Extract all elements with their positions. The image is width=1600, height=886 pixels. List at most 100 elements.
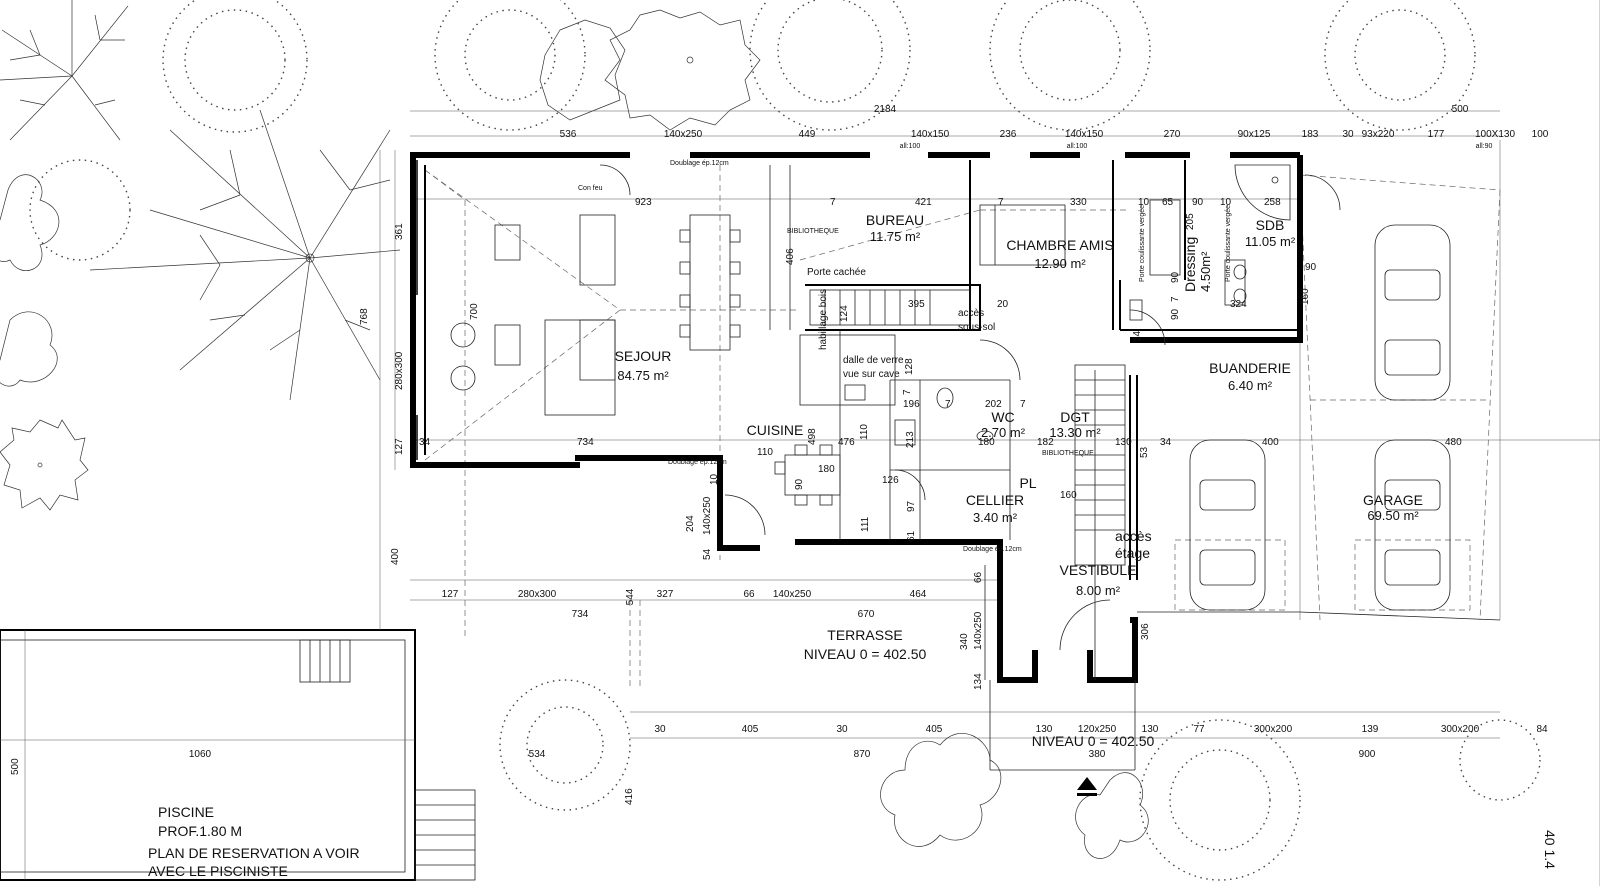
dim-213: 213 bbox=[905, 431, 916, 448]
room-sejour-name: SEJOUR bbox=[615, 348, 672, 364]
dim-top-449: 449 bbox=[799, 129, 816, 140]
label-porte-coulissante-2: Porte coulissante vergée bbox=[1225, 205, 1232, 282]
furniture bbox=[450, 164, 1451, 651]
dim-180a: 180 bbox=[978, 437, 995, 448]
piscine-note-1: PLAN DE RESERVATION A VOIR bbox=[148, 845, 360, 861]
dim-10a: 10 bbox=[1138, 197, 1150, 208]
dim-65: 65 bbox=[1162, 197, 1174, 208]
room-vestibule-area: 8.00 m² bbox=[1076, 583, 1121, 598]
dim-left-361: 361 bbox=[394, 223, 405, 240]
dim-130a: 130 bbox=[1115, 437, 1132, 448]
dim-bottom-66b: 66 bbox=[973, 571, 984, 583]
dim-bottom-870: 870 bbox=[854, 749, 871, 760]
car-right bbox=[1374, 439, 1451, 611]
dim-left-127: 127 bbox=[394, 438, 405, 455]
dim-top-140x150b: 140x150 bbox=[1065, 129, 1104, 140]
dim-110b: 110 bbox=[757, 447, 773, 458]
dim-923: 923 bbox=[635, 197, 652, 208]
dims-inner: 923 7 421 7 330 10 65 90 10 258 205 90 7… bbox=[419, 197, 1462, 560]
room-sdb-name: SDB bbox=[1256, 217, 1285, 233]
dim-406: 406 bbox=[785, 248, 796, 265]
dim-bottom-134: 134 bbox=[973, 673, 984, 690]
annotations: Porte cachée habillage bois accès sous-s… bbox=[578, 143, 1558, 869]
dim-bottom-900: 900 bbox=[1359, 749, 1376, 760]
dim-126: 126 bbox=[882, 475, 899, 486]
dim-top-536: 536 bbox=[560, 129, 577, 140]
room-bureau-area: 11.75 m² bbox=[870, 229, 921, 244]
pool bbox=[0, 629, 476, 881]
dim-top-183: 183 bbox=[1302, 129, 1319, 140]
label-con-feu: Con feu bbox=[578, 185, 603, 192]
dim-128: 128 bbox=[904, 358, 915, 375]
dim-bottom-280x300: 280x300 bbox=[518, 589, 557, 600]
dim-top-93x220: 93x220 bbox=[1362, 129, 1395, 140]
dim-734a: 734 bbox=[577, 437, 594, 448]
room-pl-name: PL bbox=[1019, 475, 1036, 491]
dim-90b: 90 bbox=[1170, 271, 1181, 283]
label-all-2: all:100 bbox=[1067, 143, 1088, 150]
label-bibliotheque: BIBLIOTHEQUE bbox=[787, 228, 839, 235]
label-dalle-2: vue sur cave bbox=[843, 369, 900, 380]
dim-324: 324 bbox=[1230, 299, 1247, 310]
dim-bottom-127: 127 bbox=[442, 589, 459, 600]
tree-left-star bbox=[89, 109, 401, 401]
dim-bottom-464: 464 bbox=[910, 589, 927, 600]
dim-54: 54 bbox=[702, 548, 713, 560]
dim-bottom-140x250: 140x250 bbox=[773, 589, 812, 600]
tree-left-bush bbox=[0, 419, 89, 511]
room-cellier-area: 3.40 m² bbox=[973, 510, 1018, 525]
dim-top-270: 270 bbox=[1164, 129, 1181, 140]
dim-7b: 7 bbox=[998, 197, 1004, 208]
dims-left: 361 768 700 280x300 127 400 500 416 bbox=[10, 223, 635, 805]
dim-top-30: 30 bbox=[1342, 129, 1354, 140]
label-dalle-1: dalle de verre bbox=[843, 355, 904, 366]
pool-steps bbox=[299, 639, 476, 881]
dim-111: 111 bbox=[860, 516, 871, 532]
room-buanderie-name: BUANDERIE bbox=[1209, 360, 1291, 376]
room-wc-area: 2.70 m² bbox=[981, 425, 1026, 440]
dim-top-177: 177 bbox=[1428, 129, 1445, 140]
dim-bottom-734: 734 bbox=[572, 609, 589, 620]
dim-10c: 10 bbox=[709, 473, 720, 485]
room-garage-name: GARAGE bbox=[1363, 492, 1423, 508]
dim-bottom-405b: 405 bbox=[926, 724, 943, 735]
dim-7e: 7 bbox=[945, 399, 951, 410]
dim-476: 476 bbox=[838, 437, 855, 448]
dim-bottom-380: 380 bbox=[1089, 749, 1106, 760]
dim-395: 395 bbox=[908, 299, 925, 310]
dim-bottom-405a: 405 bbox=[742, 724, 759, 735]
room-cuisine-name: CUISINE bbox=[747, 422, 804, 438]
tree-left-top bbox=[0, 0, 129, 141]
label-habillage: habillage bois bbox=[818, 289, 829, 350]
room-dgt-area: 13.30 m² bbox=[1049, 425, 1101, 440]
dim-top-90x125: 90x125 bbox=[1238, 129, 1271, 140]
dim-400a: 400 bbox=[1262, 437, 1279, 448]
car-top bbox=[1374, 224, 1451, 401]
dim-7a: 7 bbox=[830, 197, 836, 208]
room-dressing-area: 4.50m² bbox=[1198, 251, 1213, 292]
dim-480: 480 bbox=[1445, 437, 1462, 448]
dims-bottom: 127 280x300 544 327 66 140x250 464 734 6… bbox=[189, 571, 1548, 760]
dim-bottom-130a: 130 bbox=[1036, 724, 1053, 735]
dim-left-416: 416 bbox=[624, 788, 635, 805]
dim-top-140x250: 140x250 bbox=[664, 129, 703, 140]
room-buanderie-area: 6.40 m² bbox=[1228, 378, 1273, 393]
label-all-3: all:90 bbox=[1476, 143, 1493, 150]
room-sdb-area: 11.05 m² bbox=[1245, 234, 1296, 249]
label-all-1: all:100 bbox=[900, 143, 921, 150]
dim-7f: 7 bbox=[1020, 399, 1026, 410]
car-left bbox=[1189, 439, 1266, 611]
dim-bottom-139: 139 bbox=[1362, 724, 1379, 735]
trees-top bbox=[29, 0, 1541, 881]
dim-90a: 90 bbox=[1192, 197, 1204, 208]
roof-lines bbox=[424, 165, 1501, 690]
label-porte-coulissante-1: Porte coulissante vergée bbox=[1139, 205, 1146, 282]
room-terrasse-level: NIVEAU 0 = 402.50 bbox=[804, 646, 927, 662]
piscine-note-2: AVEC LE PISCINISTE bbox=[148, 863, 288, 879]
dim-53: 53 bbox=[1139, 446, 1150, 458]
dim-bottom-130b: 130 bbox=[1142, 724, 1159, 735]
dim-bottom-30b: 30 bbox=[836, 724, 848, 735]
dims-top: 2184 536 140x250 449 140x150 236 140x150… bbox=[560, 104, 1549, 140]
dim-34a: 34 bbox=[1160, 437, 1172, 448]
